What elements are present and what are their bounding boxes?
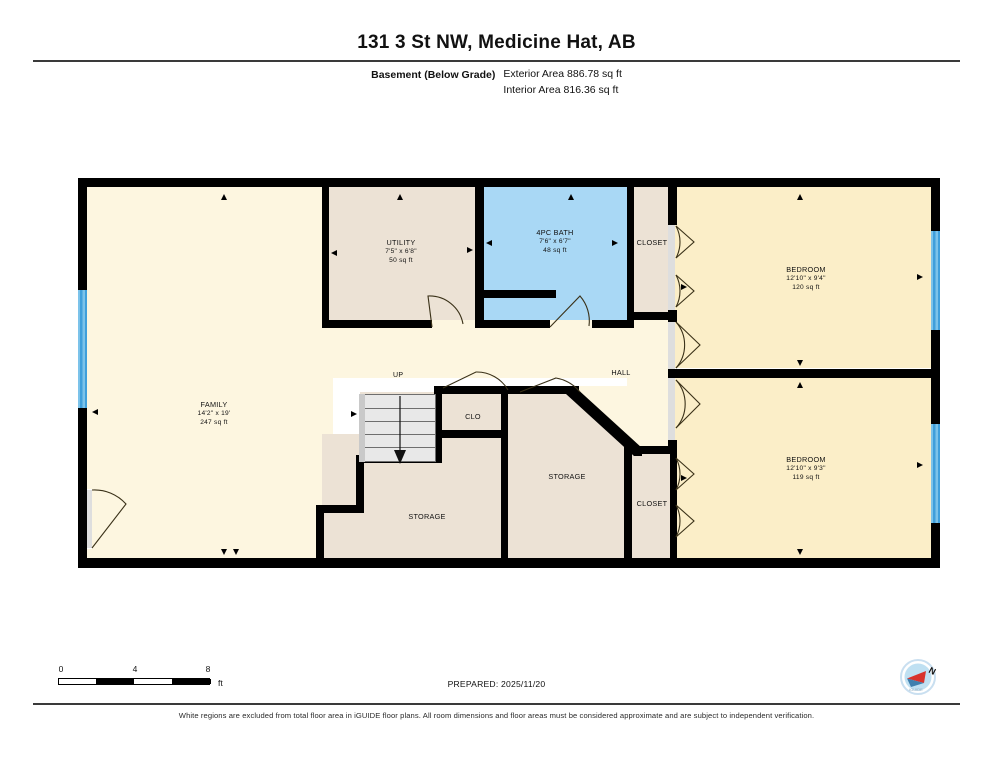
room-bedroom-1	[675, 185, 932, 368]
wall-bedroom-1-jamb-upper	[668, 310, 677, 322]
room-label-closet-mid: CLOSET	[636, 499, 668, 508]
direction-arrow-closet-top	[681, 284, 687, 290]
wall-utility-right	[475, 185, 484, 327]
area-summary: Exterior Area 886.78 sq ft Interior Area…	[503, 68, 621, 96]
room-label-storage-middle: STORAGE	[548, 472, 586, 481]
direction-arrow-bedroom-2-top	[797, 382, 803, 388]
room-label-bedroom-2: BEDROOM 12'10" x 9'3" 119 sq ft	[786, 455, 826, 482]
header-subinfo: Basement (Below Grade) Exterior Area 886…	[0, 68, 993, 96]
direction-arrow-utility-top	[397, 194, 403, 200]
room-clo	[440, 392, 506, 434]
wall-bath-bottom-left	[475, 320, 550, 328]
wall-clo-top	[434, 386, 508, 394]
room-closet-mid	[630, 452, 672, 566]
wall-storage-lower-step-vert	[356, 455, 364, 511]
direction-arrow-bedroom-2-east	[917, 462, 923, 468]
wall-storage-lower-right	[434, 430, 442, 463]
room-label-bath: 4PC BATH 7'6" x 6'7" 48 sq ft	[536, 228, 574, 255]
direction-arrow-stairs	[351, 411, 357, 417]
exterior-wall-top	[78, 178, 940, 187]
compass-rose: iGUIDE N	[899, 658, 939, 698]
direction-arrow-utility-west	[331, 250, 337, 256]
room-label-hall: HALL	[611, 368, 631, 377]
wall-storage-lower-left-vert	[316, 505, 324, 566]
room-bedroom-2	[675, 378, 932, 566]
exterior-area-label: Exterior Area 886.78 sq ft	[503, 68, 622, 80]
room-label-bedroom-1: BEDROOM 12'10" x 9'4" 120 sq ft	[786, 265, 826, 292]
wall-utility-bottom	[322, 320, 432, 328]
direction-arrow-utility-east	[467, 247, 473, 253]
interior-area-label: Interior Area 816.36 sq ft	[503, 84, 619, 96]
wall-utility-left	[322, 185, 329, 327]
disclaimer-text: White regions are excluded from total fl…	[178, 711, 815, 720]
stairs-up-label: UP	[393, 372, 404, 379]
window-right-bedroom-2	[931, 424, 940, 523]
room-closet-top	[632, 185, 672, 318]
room-label-utility: UTILITY 7'5" x 6'8" 50 sq ft	[385, 238, 417, 265]
wall-bath-bottom-right	[592, 320, 633, 328]
scale-tick-4: 4	[132, 664, 138, 674]
direction-arrow-bedroom-1-top	[797, 194, 803, 200]
exterior-wall-right	[931, 178, 940, 568]
room-label-family: FAMILY 14'2" x 19' 247 sq ft	[197, 400, 231, 427]
scale-tick-labels: 0 4 8	[58, 664, 218, 676]
prepared-date: PREPARED: 2025/11/20	[447, 679, 546, 689]
page-title: 131 3 St NW, Medicine Hat, AB	[357, 32, 636, 53]
room-label-closet-top: CLOSET	[636, 238, 668, 247]
exterior-wall-bottom	[78, 558, 940, 568]
direction-arrow-bedroom-1-east	[917, 274, 923, 280]
header-divider	[33, 60, 960, 62]
direction-arrow-bath-top	[568, 194, 574, 200]
scale-tick-0: 0	[58, 664, 64, 674]
hall-upper-join	[333, 320, 633, 378]
direction-arrow-bedroom-2-bot	[797, 549, 803, 555]
wall-bedroom-divider	[668, 369, 934, 378]
wall-clo-left	[434, 386, 442, 438]
wall-closet-top-right	[668, 185, 677, 225]
level-label: Basement (Below Grade)	[371, 69, 496, 81]
room-label-storage-lower: STORAGE	[408, 512, 446, 521]
wall-storage-middle-left	[501, 386, 508, 566]
wall-bath-right	[627, 185, 634, 328]
scale-tick-8: 8	[205, 664, 211, 674]
direction-arrow-bedroom-1-bot	[797, 360, 803, 366]
window-left-family	[78, 290, 87, 408]
scale-bar-widget: 0 4 8 ft	[58, 664, 223, 688]
wall-storage-lower-top-left	[316, 505, 364, 513]
direction-arrow-family-top	[221, 194, 227, 200]
room-label-clo: CLO	[465, 412, 481, 421]
scale-bar-graphic	[58, 678, 211, 685]
staircase	[364, 394, 436, 462]
bath-tub-fixture	[484, 290, 556, 298]
direction-arrow-utility-bottom	[233, 549, 239, 555]
direction-arrow-family-bottom	[221, 549, 227, 555]
wall-storage-middle-right	[624, 446, 632, 566]
footer-divider	[33, 703, 960, 705]
direction-arrow-bath-east	[612, 240, 618, 246]
window-right-bedroom-1	[931, 231, 940, 330]
wall-closet-mid-top	[624, 446, 676, 454]
direction-arrow-bath-west	[486, 240, 492, 246]
room-family	[86, 185, 333, 566]
wall-closet-mid-right	[670, 446, 677, 566]
stairs-left-jamb	[359, 394, 365, 462]
scale-unit-label: ft	[218, 678, 223, 688]
svg-text:iGUIDE: iGUIDE	[909, 687, 923, 692]
direction-arrow-family-left	[92, 409, 98, 415]
direction-arrow-closet-mid	[681, 475, 687, 481]
wall-closet-top-bottom	[627, 312, 675, 320]
wall-storage-middle-angled	[566, 386, 656, 456]
wall-clo-bottom	[434, 430, 508, 438]
